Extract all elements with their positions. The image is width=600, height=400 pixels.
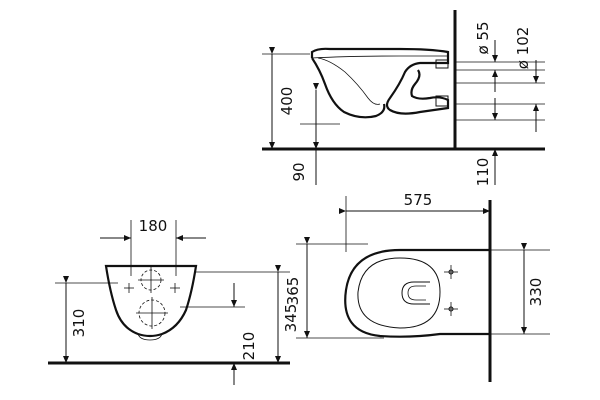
front-view: 180 310 210 345 bbox=[48, 217, 300, 385]
dim-310-label: 310 bbox=[70, 309, 88, 338]
front-mounting-holes bbox=[124, 267, 180, 329]
side-view: 400 90 ø 55 ø 102 110 bbox=[262, 10, 545, 186]
top-bowl-opening-inner bbox=[407, 285, 426, 301]
dim-400-label: 400 bbox=[278, 87, 296, 116]
front-bowl-base bbox=[137, 333, 163, 341]
dim-330-label: 330 bbox=[527, 278, 545, 307]
dim-110-label: 110 bbox=[474, 158, 492, 187]
dim-575-label: 575 bbox=[404, 191, 433, 209]
dim-365-label: 365 bbox=[284, 277, 302, 306]
side-bowl-outline bbox=[310, 47, 450, 119]
side-pipe-lower bbox=[435, 95, 449, 107]
front-bowl-outline bbox=[104, 264, 198, 338]
top-view: 575 365 330 bbox=[284, 191, 550, 382]
dim-210-label: 210 bbox=[240, 332, 258, 361]
top-bowl-outline bbox=[344, 248, 490, 338]
dim-55-label: ø 55 bbox=[474, 21, 492, 54]
dim-90-label: 90 bbox=[290, 162, 308, 181]
top-mounting-holes bbox=[444, 265, 458, 316]
top-bowl-opening bbox=[401, 281, 430, 305]
side-bowl-rim bbox=[311, 55, 448, 59]
dim-102-label: ø 102 bbox=[514, 27, 532, 70]
dim-345-label: 345 bbox=[282, 304, 300, 333]
top-bowl-inner bbox=[357, 257, 441, 329]
side-pipe-upper bbox=[435, 59, 449, 69]
dim-180-label: 180 bbox=[139, 217, 168, 235]
side-bowl-inner bbox=[317, 57, 381, 105]
